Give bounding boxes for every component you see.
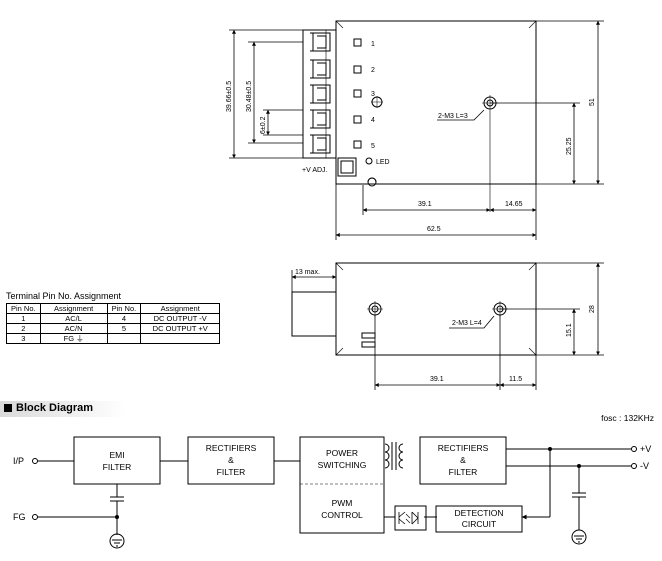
table-header: Pin No. <box>6 303 41 314</box>
table-header-row: Pin No. Assignment Pin No. Assignment <box>6 303 221 314</box>
dim-39-1-bottom: 39.1 <box>430 376 444 383</box>
pin-label-2: 2 <box>371 67 375 74</box>
dim-6: 6±0.2 <box>260 116 267 134</box>
detection-circuit-block <box>435 505 523 533</box>
dim-25-25: 25.25 <box>566 137 573 155</box>
power-label-1: POWER <box>326 448 358 458</box>
rect1-label-3: FILTER <box>217 467 246 477</box>
rectifiers-filter-2-block <box>419 436 507 485</box>
section-bullet-icon <box>4 404 12 412</box>
emi-label-2: FILTER <box>103 462 132 472</box>
rect1-label-2: & <box>228 455 234 465</box>
rect2-label-1: RECTIFIERS <box>438 443 489 453</box>
junction-dots <box>115 447 581 519</box>
led-label: LED <box>376 159 390 166</box>
transformer-icon <box>384 443 390 469</box>
rect1-label-1: RECTIFIERS <box>206 443 257 453</box>
ground-icon <box>109 533 125 549</box>
det-label-2: CIRCUIT <box>462 519 496 529</box>
table-cell <box>140 333 221 344</box>
block-diagram-header-bar <box>0 401 125 417</box>
pwm-label-1: PWM <box>332 498 353 508</box>
table-row: 3 FG ⏚ <box>6 333 221 344</box>
table-header: Pin No. <box>106 303 142 314</box>
table-header: Assignment <box>39 303 108 314</box>
input-label-ip: I/P <box>13 456 24 466</box>
emi-filter-block <box>73 436 161 485</box>
table-header: Assignment <box>140 303 221 314</box>
dim-30-48: 30.48±0.5 <box>246 81 253 112</box>
dim-lines-left <box>229 29 303 159</box>
dim-lines-right-top <box>490 20 604 185</box>
dim-15-1: 15.1 <box>566 323 573 337</box>
dim-28: 28 <box>589 305 596 313</box>
dim-14-65: 14.65 <box>505 201 523 208</box>
pin-label-5: 5 <box>371 143 375 150</box>
block-diagram <box>32 436 637 549</box>
led-icon <box>365 157 373 165</box>
pin-table-title: Terminal Pin No. Assignment <box>6 291 122 301</box>
table-cell: DC OUTPUT -V <box>140 313 221 324</box>
table-cell <box>106 333 142 344</box>
terminal-block <box>310 32 331 154</box>
mount-hole-icon <box>371 95 498 212</box>
dim-13-max: 13 max. <box>295 269 320 276</box>
dim-11-5: 11.5 <box>509 376 522 383</box>
dim-51: 51 <box>589 98 596 106</box>
block-diagram-title: Block Diagram <box>16 402 94 414</box>
table-cell: FG ⏚ <box>39 333 108 344</box>
vadj-trimmer <box>337 157 377 187</box>
table-cell: AC/N <box>39 323 108 334</box>
dim-62-5: 62.5 <box>427 226 441 233</box>
dim-39-66: 39.66±0.5 <box>226 81 233 112</box>
mount-label-bottom: 2-M3 L=4 <box>452 320 482 327</box>
power-switching-block <box>299 436 385 534</box>
output-label-pos: +V <box>640 444 651 454</box>
input-label-fg: FG <box>13 512 26 522</box>
dim-lines-side <box>291 262 604 390</box>
pin-label-4: 4 <box>371 117 375 124</box>
vadj-label: +V ADJ. <box>302 167 328 174</box>
output-label-neg: -V <box>640 461 649 471</box>
optocoupler-icon <box>394 505 427 531</box>
pwm-label-2: CONTROL <box>321 510 363 520</box>
pin-markers <box>353 38 362 149</box>
rect2-label-2: & <box>460 455 466 465</box>
block-labels: EMI FILTER RECTIFIERS & FILTER POWER SWI… <box>103 443 504 529</box>
emi-label-1: EMI <box>109 450 124 460</box>
mount-label-top: 2-M3 L=3 <box>438 113 468 120</box>
dim-39-1-top: 39.1 <box>418 201 432 208</box>
power-label-2: SWITCHING <box>318 460 367 470</box>
table-row: 1 AC/L 4 DC OUTPUT -V <box>6 313 221 324</box>
dim-lines-bottom-top <box>335 184 537 240</box>
table-cell: DC OUTPUT +V <box>140 323 221 334</box>
table-row: 2 AC/N 5 DC OUTPUT +V <box>6 323 221 334</box>
table-cell: AC/L <box>39 313 108 324</box>
table-cell: 3 <box>6 333 41 344</box>
table-cell: 1 <box>6 313 41 324</box>
pin-label-3: 3 <box>371 91 375 98</box>
table-cell: 2 <box>6 323 41 334</box>
det-label-1: DETECTION <box>454 508 503 518</box>
table-cell: 4 <box>106 313 142 324</box>
rect2-label-3: FILTER <box>449 467 478 477</box>
pin-label-1: 1 <box>371 41 375 48</box>
table-cell: 5 <box>106 323 142 334</box>
fosc-label: fosc : 132KHz <box>601 413 654 423</box>
pin-assignment-table: Pin No. Assignment Pin No. Assignment 1 … <box>6 303 221 344</box>
